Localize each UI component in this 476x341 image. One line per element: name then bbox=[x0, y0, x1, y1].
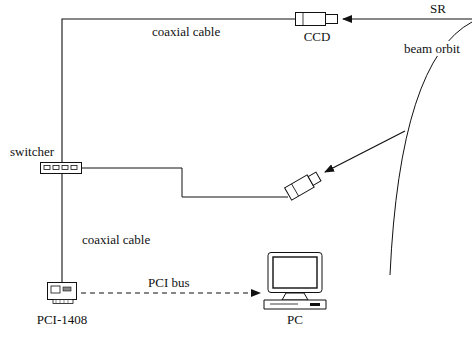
connector bbox=[81, 292, 260, 293]
switcher-box: switcher bbox=[40, 162, 82, 174]
pc-monitor: PC bbox=[262, 252, 328, 310]
edge-label: coaxial cable bbox=[80, 232, 152, 247]
coaxial-cable bbox=[80, 168, 288, 197]
connector bbox=[61, 174, 62, 282]
node-label: CCD bbox=[304, 29, 331, 44]
edge-label: PCI bus bbox=[146, 275, 192, 290]
node-label: switcher bbox=[10, 144, 54, 159]
camera-symbol bbox=[285, 170, 322, 200]
connector bbox=[62, 19, 295, 162]
sr-arrow bbox=[325, 131, 405, 172]
edge-label: coaxial cable bbox=[150, 24, 222, 39]
sr-arrow bbox=[343, 18, 472, 19]
node-label: PC bbox=[287, 312, 303, 327]
node-label: PCI-1408 bbox=[37, 312, 88, 327]
pci-card: PCI-1408 bbox=[47, 282, 77, 304]
beam-label: beam orbit bbox=[402, 41, 462, 56]
ccd-camera: CCD bbox=[295, 12, 339, 26]
beam-orbit-curve bbox=[390, 22, 472, 275]
beam-label: SR bbox=[430, 1, 446, 16]
